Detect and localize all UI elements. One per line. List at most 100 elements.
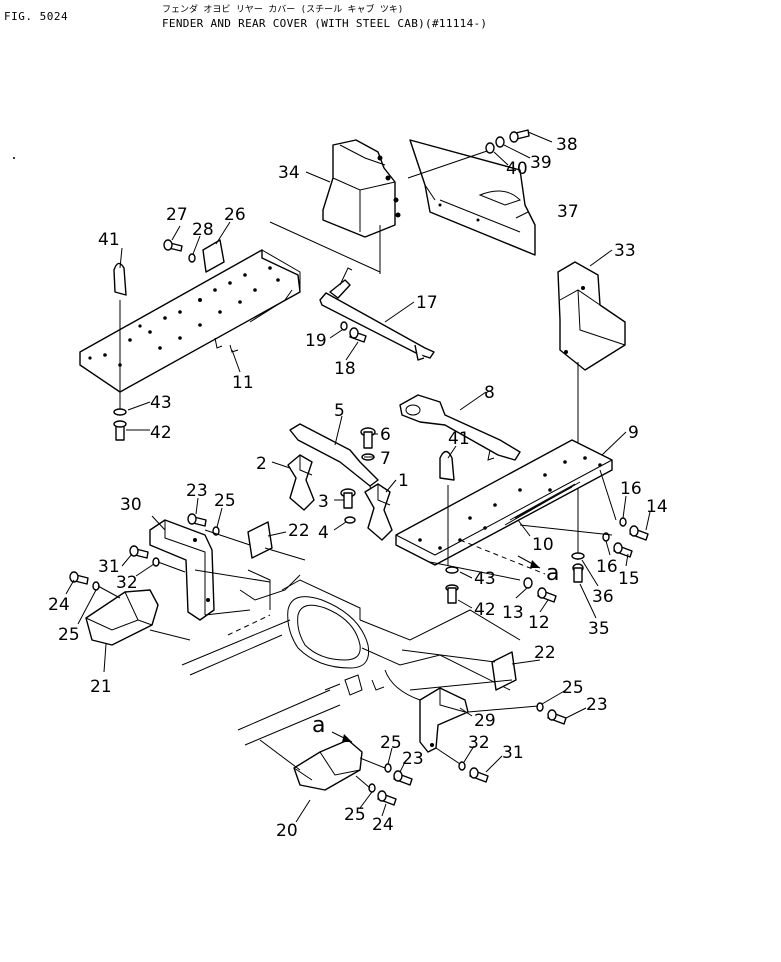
callout-22-right: 22 [534,643,556,663]
callout-25-lower-left: 25 [58,625,80,645]
callout-24-right: 24 [372,815,394,835]
support-1 [364,483,393,541]
bolt-38 [509,129,530,143]
fender-bracket-29 [419,687,469,753]
washer-28 [188,253,196,263]
callout-1: 1 [398,471,409,491]
leader-lines [65,131,651,823]
callout-13: 13 [502,603,524,623]
reference-letter-a-upper: a [546,561,559,586]
air-duct-34 [322,139,401,238]
callout-16-upper: 16 [620,479,642,499]
bolt-23-lower [393,770,413,786]
washer-13 [523,577,533,589]
bracket-17 [319,267,435,361]
callout-12: 12 [528,613,550,633]
callout-4: 4 [318,523,329,543]
plate-22-left [247,521,273,559]
bolt-24-right [377,790,397,806]
callout-39: 39 [530,153,552,173]
callout-40: 40 [506,159,528,179]
callout-41-left: 41 [98,230,120,250]
callout-6: 6 [380,425,391,445]
callout-43-right: 43 [474,569,496,589]
callout-35: 35 [588,619,610,639]
callout-17: 17 [416,293,438,313]
grab-handle-left [113,262,127,410]
washer-36 [571,552,585,560]
bolt-3 [340,488,356,509]
fender-bracket-30 [149,519,215,621]
bolt-12 [537,587,557,603]
bolt-23-right [547,709,567,725]
callout-14: 14 [646,497,668,517]
title-japanese: フェンダ オヨビ リヤー カバー (スチール キャブ ツキ) [162,5,404,15]
callout-42-right: 42 [474,600,496,620]
callout-3: 3 [318,492,329,512]
callout-labels: 41 27 28 26 11 43 42 34 38 39 40 37 33 1… [48,135,668,841]
callout-25-lower-a: 25 [380,733,402,753]
washer-32-right [458,761,466,771]
fender-21 [85,589,159,646]
washer-40 [485,142,495,154]
bolt-23-left [187,513,207,527]
callout-43-left: 43 [150,393,172,413]
callout-27: 27 [166,205,188,225]
callout-7: 7 [380,449,391,469]
bolt-18 [349,327,367,343]
fender-20 [293,739,363,791]
bolt-31-right [469,767,489,783]
callout-36: 36 [592,587,614,607]
callout-9: 9 [628,423,639,443]
callout-25-upper-left: 25 [214,491,236,511]
callout-34: 34 [278,163,300,183]
callout-24-left: 24 [48,595,70,615]
bolt-42-left [113,420,127,441]
left-fender-plate [79,249,301,393]
callout-19: 19 [305,331,327,351]
callout-25-right: 25 [562,678,584,698]
washer-25-lower-right-a [384,763,392,773]
bolt-27 [163,239,183,252]
callout-11: 11 [232,373,254,393]
callout-41-right: 41 [448,429,470,449]
callout-29: 29 [474,711,496,731]
callout-23-right: 23 [586,695,608,715]
bolt-14 [629,525,649,541]
title-english: FENDER AND REAR COVER (WITH STEEL CAB)(#… [162,17,488,30]
callout-23-lower: 23 [402,749,424,769]
callout-31-right: 31 [502,743,524,763]
washer-43-right [445,566,459,574]
callout-2: 2 [256,454,267,474]
bolt-24-left [69,571,89,585]
callout-31-left: 31 [98,557,120,577]
callout-32-right: 32 [468,733,490,753]
washer-39 [495,136,505,148]
callout-37: 37 [557,202,579,222]
callout-23-left: 23 [186,481,208,501]
callout-21: 21 [90,677,112,697]
callout-30: 30 [120,495,142,515]
callout-38: 38 [556,135,578,155]
callout-25-lower-b: 25 [344,805,366,825]
bolt-35 [572,563,584,583]
bolt-15 [613,542,633,558]
bracket-8 [399,394,521,461]
bolt-42-right [445,584,459,604]
grab-handle-right [439,450,455,565]
callout-32-left: 32 [116,573,138,593]
plate-22-right [491,651,517,691]
reference-arrow-a-lower [331,731,353,743]
machine-body-outline [181,260,521,746]
callout-33: 33 [614,241,636,261]
washer-16-upper [619,517,627,527]
callout-5: 5 [334,401,345,421]
callout-28: 28 [192,220,214,240]
rear-cover-37 [407,139,536,256]
stray-dot [13,157,15,159]
cover-plate-26 [202,239,225,273]
callout-42-left: 42 [150,423,172,443]
figure-number: FIG. 5024 [4,10,69,23]
